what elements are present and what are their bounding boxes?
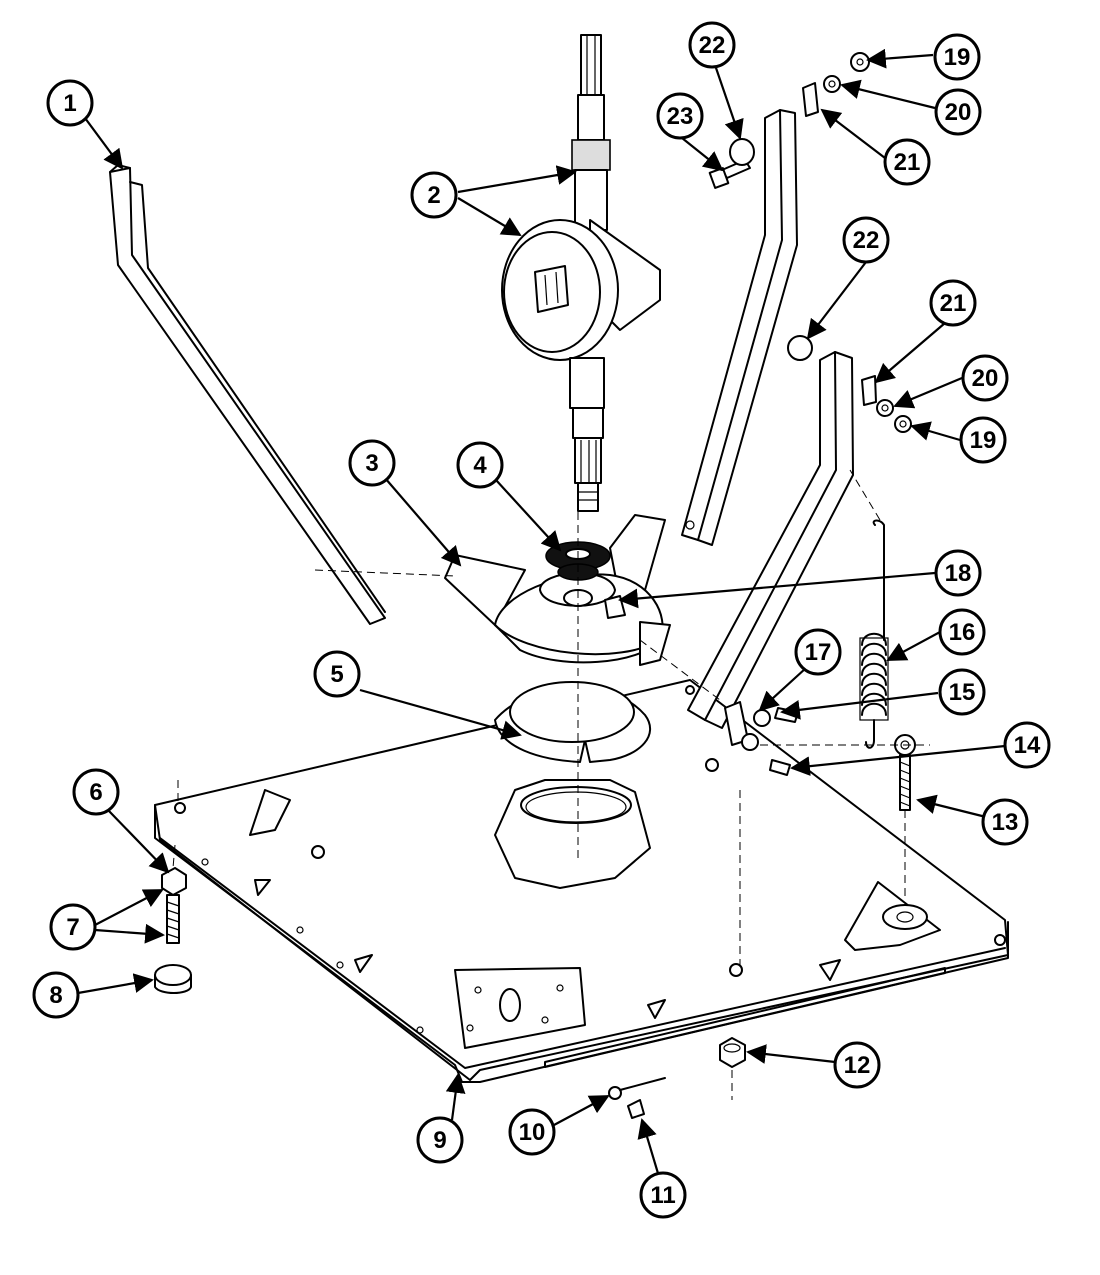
callout-10: 10 <box>508 1108 556 1156</box>
svg-text:3: 3 <box>365 450 378 477</box>
callout-16: 16 <box>938 608 986 656</box>
callout-6: 6 <box>72 768 120 816</box>
callout-3: 3 <box>348 439 396 487</box>
callout-14: 14 <box>1003 721 1051 769</box>
svg-text:9: 9 <box>433 1127 446 1154</box>
hardware <box>154 52 912 1119</box>
callout-11: 11 <box>639 1171 687 1219</box>
svg-text:19: 19 <box>944 44 971 71</box>
callout-2: 2 <box>410 171 458 219</box>
svg-text:21: 21 <box>940 290 967 317</box>
callout-20-top: 20 <box>934 88 982 136</box>
callout-15: 15 <box>938 668 986 716</box>
callout-21-top: 21 <box>883 138 931 186</box>
callout-22-lower: 22 <box>842 216 890 264</box>
svg-text:15: 15 <box>949 679 976 706</box>
callout-22-top: 22 <box>688 21 736 69</box>
callout-13: 13 <box>981 798 1029 846</box>
callout-1: 1 <box>46 79 94 127</box>
svg-text:19: 19 <box>970 427 997 454</box>
svg-text:21: 21 <box>894 149 921 176</box>
svg-text:5: 5 <box>330 661 343 688</box>
callout-4: 4 <box>456 441 504 489</box>
callout-7: 7 <box>49 903 97 951</box>
svg-text:16: 16 <box>949 619 976 646</box>
svg-text:22: 22 <box>699 32 726 59</box>
leg-left <box>109 164 386 625</box>
leader-lines <box>77 48 1006 1181</box>
svg-text:1: 1 <box>63 90 76 117</box>
svg-text:20: 20 <box>945 99 972 126</box>
transmission <box>501 34 661 512</box>
svg-text:13: 13 <box>992 809 1019 836</box>
svg-text:18: 18 <box>945 560 972 587</box>
callout-8: 8 <box>32 971 80 1019</box>
callout-5: 5 <box>313 650 361 698</box>
callout-20-lower: 20 <box>961 354 1009 402</box>
bracket-assembly <box>444 514 671 666</box>
base-plate <box>154 679 1009 1083</box>
callout-19-lower: 19 <box>959 416 1007 464</box>
svg-text:17: 17 <box>805 639 832 666</box>
callout-18: 18 <box>934 549 982 597</box>
callout-19-top: 19 <box>933 33 981 81</box>
svg-text:2: 2 <box>427 182 440 209</box>
svg-text:8: 8 <box>49 982 62 1009</box>
callouts: 1 2 3 4 5 6 7 8 9 10 11 12 13 14 15 16 1… <box>32 21 1051 1219</box>
svg-text:6: 6 <box>89 779 102 806</box>
leg-upper-right <box>681 109 798 546</box>
ring-part <box>494 681 651 763</box>
callout-9: 9 <box>416 1116 464 1164</box>
callout-17: 17 <box>794 628 842 676</box>
callout-23: 23 <box>656 92 704 140</box>
assembly-lines <box>172 469 930 1100</box>
callout-12: 12 <box>833 1041 881 1089</box>
svg-text:10: 10 <box>519 1119 546 1146</box>
svg-text:7: 7 <box>66 914 79 941</box>
svg-text:11: 11 <box>650 1182 675 1209</box>
svg-text:4: 4 <box>473 452 487 479</box>
svg-text:12: 12 <box>844 1052 871 1079</box>
svg-text:14: 14 <box>1014 732 1041 759</box>
svg-text:22: 22 <box>853 227 880 254</box>
callout-21-lower: 21 <box>929 279 977 327</box>
svg-text:23: 23 <box>667 103 694 130</box>
svg-text:20: 20 <box>972 365 999 392</box>
spring-assembly <box>859 519 916 811</box>
